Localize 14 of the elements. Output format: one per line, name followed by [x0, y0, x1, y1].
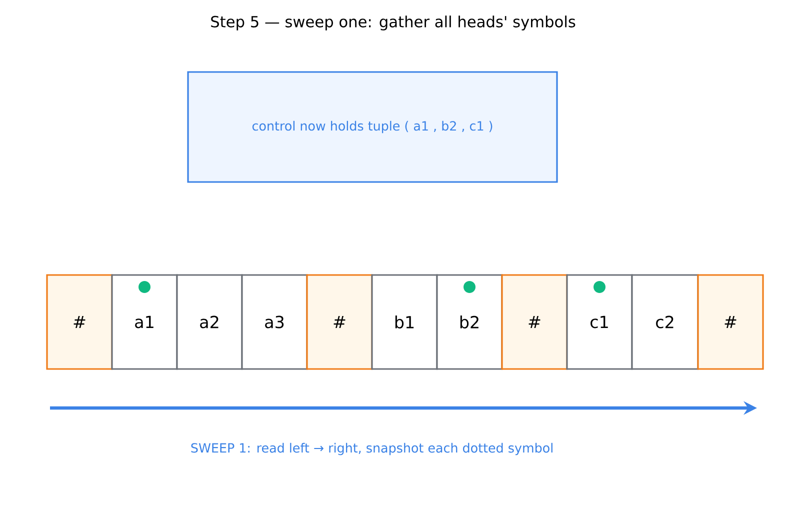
tape-cell: a3	[241, 274, 308, 370]
message-box: control now holds tuple ( a1 , b2 , c1 )	[187, 71, 558, 183]
separator-cell: #	[697, 274, 764, 370]
tape-cell: b2	[436, 274, 503, 370]
tape-cell: c1	[566, 274, 633, 370]
tape-cell: a1	[111, 274, 178, 370]
separator-cell: #	[306, 274, 373, 370]
tape-cell: b1	[371, 274, 438, 370]
tape-cell: a2	[176, 274, 243, 370]
separator-cell: #	[501, 274, 568, 370]
caption: SWEEP 1: read left → right, snapshot each dotted symbol	[191, 442, 552, 456]
separator-cell: #	[46, 274, 113, 370]
tape-cell: c2	[631, 274, 699, 370]
title: Step 5 — sweep one: gather all heads' symbols	[211, 16, 576, 30]
